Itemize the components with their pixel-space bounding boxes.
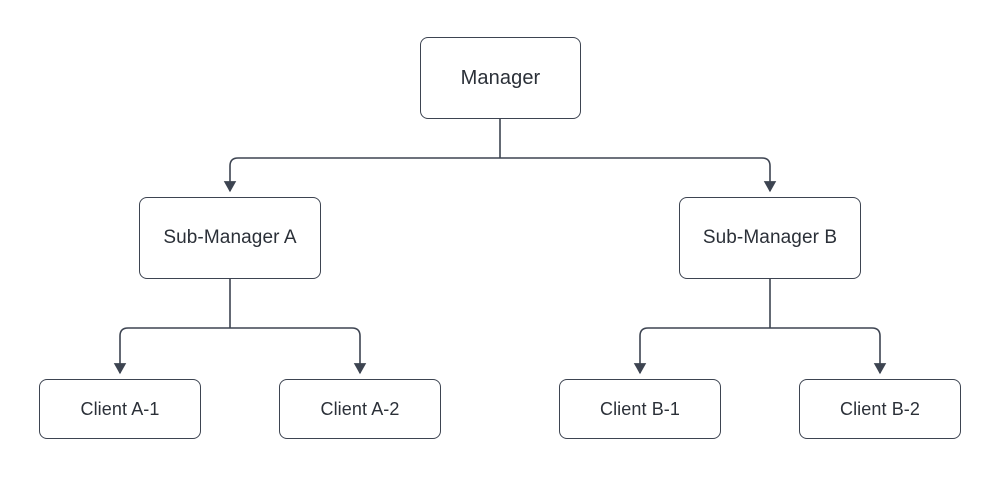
node-client-b-1[interactable]: Client B-1 xyxy=(559,379,721,439)
node-manager-label: Manager xyxy=(460,67,541,89)
node-sub-manager-b-label: Sub-Manager B xyxy=(702,227,838,248)
node-client-b-1-label: Client B-1 xyxy=(599,399,681,419)
node-client-b-2-label: Client B-2 xyxy=(839,399,921,419)
node-client-b-2[interactable]: Client B-2 xyxy=(799,379,961,439)
edge-manager-sub-manager-a xyxy=(223,157,500,193)
edge-manager-sub-manager-b xyxy=(500,157,777,193)
node-manager[interactable]: Manager xyxy=(420,37,581,119)
node-client-a-2-label: Client A-2 xyxy=(320,399,400,419)
edge-sub-manager-b-client-b-2 xyxy=(770,327,887,375)
node-sub-manager-a[interactable]: Sub-Manager A xyxy=(139,197,321,279)
node-client-a-2[interactable]: Client A-2 xyxy=(279,379,441,439)
node-sub-manager-b[interactable]: Sub-Manager B xyxy=(679,197,861,279)
node-sub-manager-a-label: Sub-Manager A xyxy=(163,227,297,248)
node-client-a-1-label: Client A-1 xyxy=(80,399,160,419)
edge-sub-manager-a-client-a-2 xyxy=(230,327,367,375)
edge-sub-manager-b-client-b-1 xyxy=(633,327,770,375)
edge-sub-manager-a-client-a-1 xyxy=(113,327,230,375)
node-client-a-1[interactable]: Client A-1 xyxy=(39,379,201,439)
